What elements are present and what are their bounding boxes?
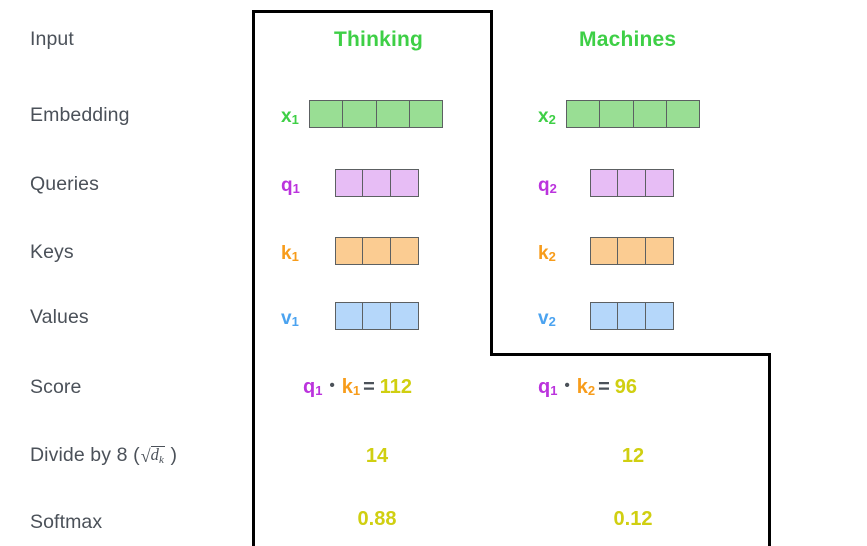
query-cell: [391, 169, 419, 197]
equals-sign: =: [363, 376, 375, 398]
outline-upper-left-edge: [252, 10, 255, 354]
outline-upper-right-edge: [490, 10, 493, 356]
vector-label-v2-sub: 2: [548, 314, 556, 329]
query-cell: [618, 169, 646, 197]
score-q-term: q1: [303, 376, 323, 398]
vector-label-v2-letter: v: [538, 308, 549, 329]
equals-sign: =: [598, 376, 610, 398]
sqrt-subscript: k: [159, 454, 165, 466]
vector-label-x1-sub: 1: [291, 112, 299, 127]
divide-value-thinking: 14: [365, 445, 389, 467]
key-cell: [590, 237, 618, 265]
score-k-term: k2: [576, 376, 596, 398]
outline-lower-left-edge: [252, 354, 255, 546]
query-cell: [335, 169, 363, 197]
key-cell: [618, 237, 646, 265]
embedding-cell: [667, 100, 700, 128]
vector-label-v1-sub: 1: [291, 314, 299, 329]
key-cell: [391, 237, 419, 265]
key-cell: [363, 237, 391, 265]
vector-label-x1-letter: x: [281, 106, 292, 127]
vector-label-k2: k2: [538, 244, 556, 263]
vector-label-q2: q2: [538, 176, 557, 195]
dot-product-operator-icon: •: [564, 377, 570, 394]
score-result-machines: 96: [614, 376, 638, 398]
sqrt-dk-notation: √dk: [140, 445, 166, 466]
row-label-input: Input: [30, 28, 74, 50]
value-cell: [618, 302, 646, 330]
key-strip-machines: [590, 237, 674, 265]
vector-label-k1-letter: k: [281, 243, 292, 264]
embedding-strip-machines: [566, 100, 700, 128]
vector-label-q2-sub: 2: [549, 181, 557, 196]
softmax-value-machines: 0.12: [613, 508, 653, 530]
embedding-cell: [566, 100, 600, 128]
vector-label-x2-sub: 2: [548, 112, 556, 127]
value-cell: [363, 302, 391, 330]
score-expression-thinking: q1 • k1 = 112: [303, 377, 412, 397]
vector-label-q1-letter: q: [281, 175, 293, 196]
divide-label-text: Divide by 8 (: [30, 444, 140, 466]
vector-label-k1: k1: [281, 244, 299, 263]
vector-label-v1: v1: [281, 309, 299, 328]
vector-label-q1: q1: [281, 176, 300, 195]
score-q-term: q1: [538, 376, 558, 398]
row-label-values: Values: [30, 306, 89, 328]
column-header-thinking: Thinking: [334, 28, 424, 51]
query-strip-machines: [590, 169, 674, 197]
score-result-thinking: 112: [379, 376, 413, 398]
row-label-softmax: Softmax: [30, 511, 103, 533]
score-expression-machines: q1 • k2 = 96: [538, 377, 637, 397]
value-strip-thinking: [335, 302, 419, 330]
vector-label-k1-sub: 1: [291, 249, 299, 264]
vector-label-x1: x1: [281, 107, 299, 126]
value-cell: [391, 302, 419, 330]
column-header-machines: Machines: [579, 28, 677, 51]
row-label-embedding: Embedding: [30, 104, 130, 126]
row-label-divide: Divide by 8 (√dk ): [30, 444, 178, 467]
vector-label-k2-sub: 2: [548, 249, 556, 264]
embedding-cell: [600, 100, 634, 128]
vector-label-k2-letter: k: [538, 243, 549, 264]
vector-label-q2-letter: q: [538, 175, 550, 196]
outline-upper-top-edge: [252, 10, 493, 13]
embedding-cell: [309, 100, 343, 128]
embedding-cell: [343, 100, 377, 128]
vector-label-x2: x2: [538, 107, 556, 126]
key-cell: [335, 237, 363, 265]
query-cell: [590, 169, 618, 197]
outline-step-shelf: [490, 353, 771, 356]
key-strip-thinking: [335, 237, 419, 265]
divide-value-machines: 12: [621, 445, 645, 467]
embedding-cell: [377, 100, 410, 128]
vector-label-x2-letter: x: [538, 106, 549, 127]
row-label-keys: Keys: [30, 241, 74, 263]
row-label-score: Score: [30, 376, 82, 398]
key-cell: [646, 237, 674, 265]
divide-label-suffix: ): [170, 444, 178, 466]
embedding-cell: [634, 100, 667, 128]
vector-label-q1-sub: 1: [292, 181, 300, 196]
score-k-term: k1: [341, 376, 361, 398]
value-strip-machines: [590, 302, 674, 330]
embedding-strip-thinking: [309, 100, 443, 128]
softmax-value-thinking: 0.88: [357, 508, 397, 530]
dot-product-operator-icon: •: [329, 377, 335, 394]
outline-lower-right-edge: [768, 353, 771, 546]
vector-label-v1-letter: v: [281, 308, 292, 329]
vector-label-v2: v2: [538, 309, 556, 328]
value-cell: [590, 302, 618, 330]
query-cell: [363, 169, 391, 197]
embedding-cell: [410, 100, 443, 128]
value-cell: [646, 302, 674, 330]
row-label-queries: Queries: [30, 173, 99, 195]
query-strip-thinking: [335, 169, 419, 197]
query-cell: [646, 169, 674, 197]
value-cell: [335, 302, 363, 330]
sqrt-radicand: d: [150, 445, 160, 464]
